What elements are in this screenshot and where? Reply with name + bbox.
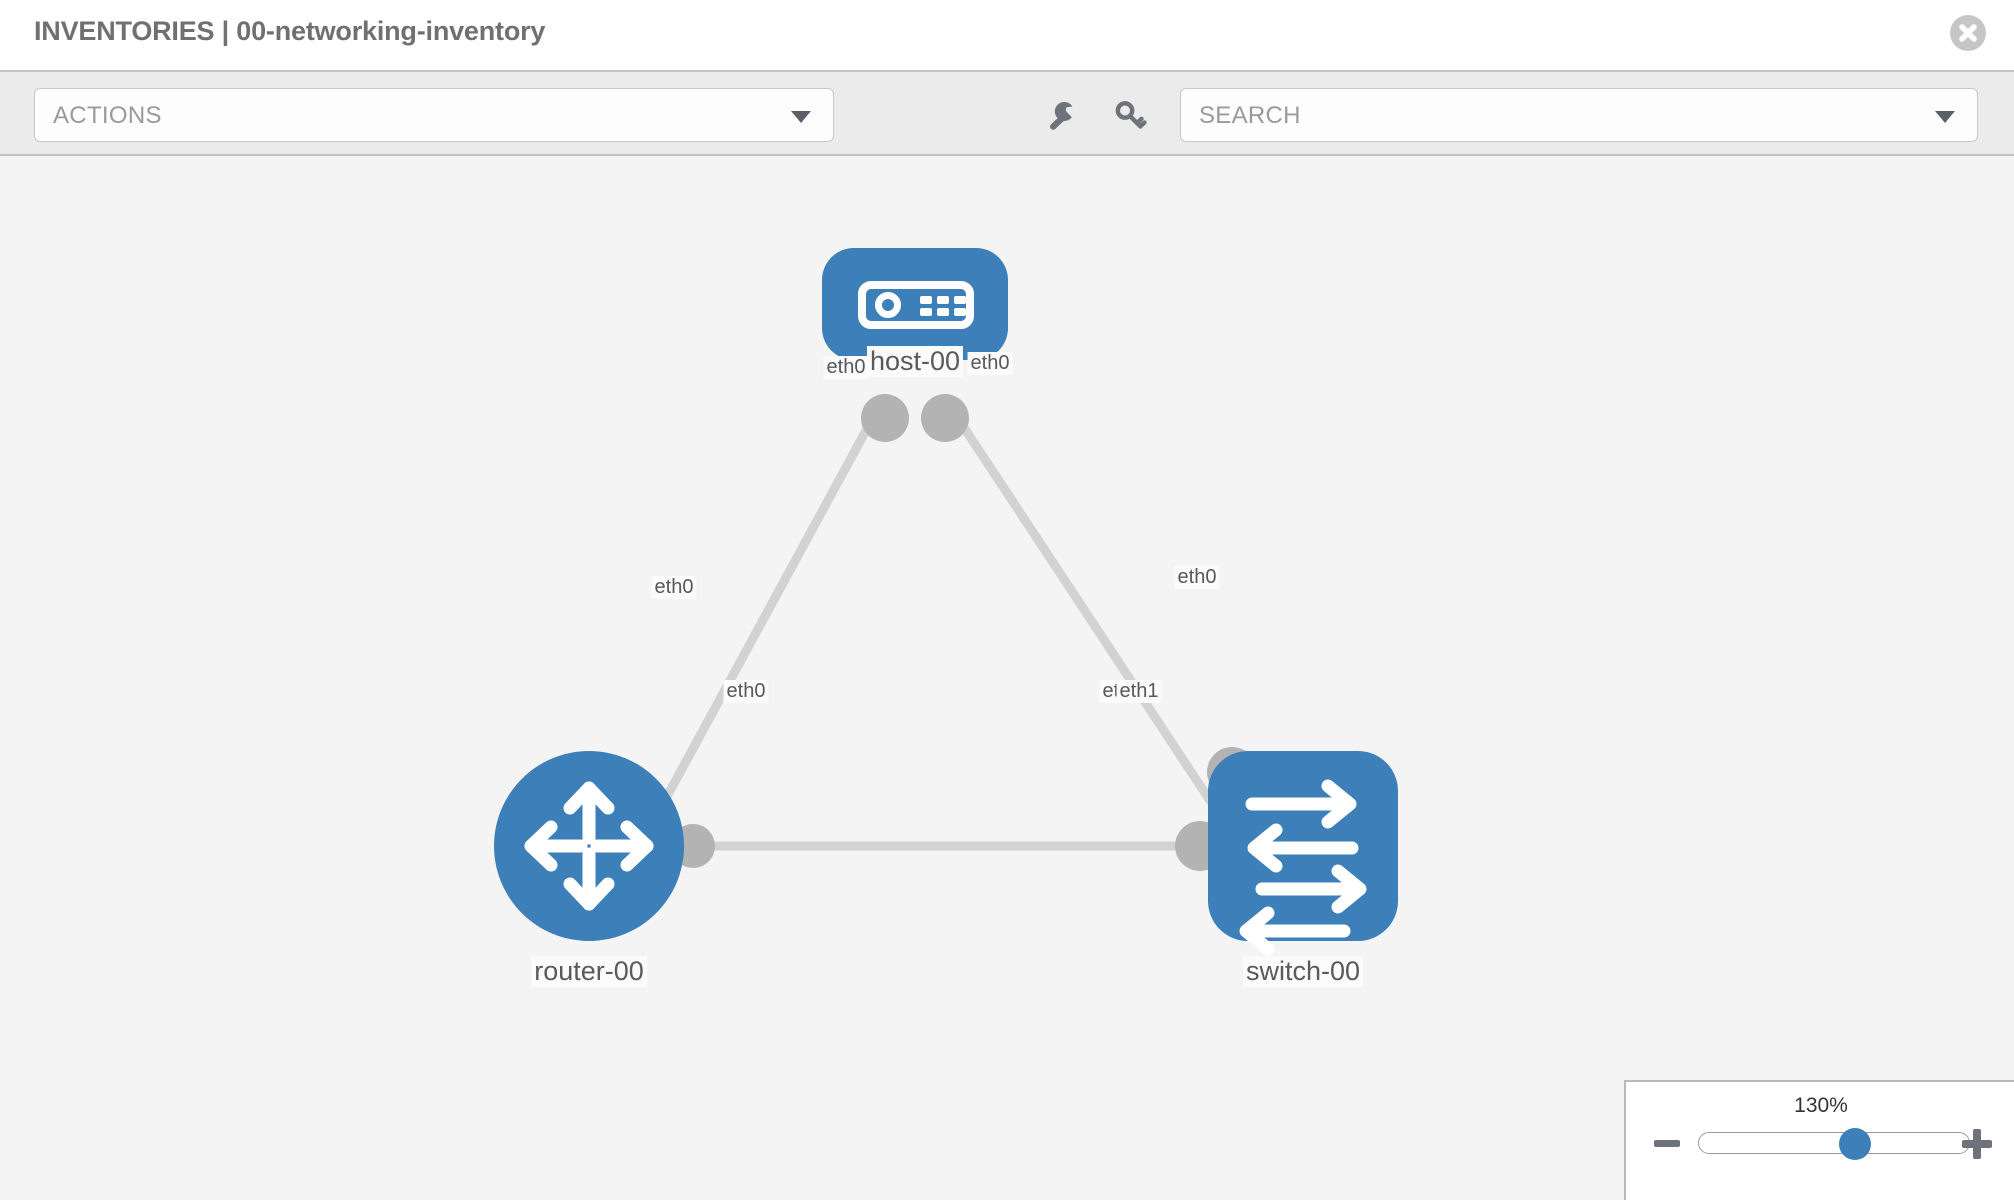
- link-host00-router00[interactable]: [636, 411, 879, 849]
- actions-dropdown-label: ACTIONS: [53, 102, 162, 129]
- interface-label: eth0: [723, 680, 769, 703]
- link-host00-switch00[interactable]: [951, 411, 1244, 849]
- zoom-level-value: 130%: [1794, 1094, 1848, 1117]
- chevron-down-icon: [1935, 111, 1955, 123]
- interface-label: eth0: [651, 576, 697, 599]
- close-button[interactable]: [1950, 15, 1986, 51]
- node-router-00[interactable]: [494, 751, 684, 941]
- search-input[interactable]: SEARCH: [1180, 88, 1978, 142]
- interface-label: eth0: [967, 352, 1013, 375]
- router-arrows-icon: [524, 781, 654, 911]
- toolbar: ACTIONS SEARCH: [0, 70, 2014, 156]
- actions-dropdown[interactable]: ACTIONS: [34, 88, 834, 142]
- page-title: INVENTORIES | 00-networking-inventory: [34, 16, 546, 46]
- node-host-00[interactable]: [822, 248, 1008, 360]
- wrench-icon: [1050, 101, 1073, 130]
- connector-stub: [861, 394, 909, 442]
- key-icon: [1115, 101, 1147, 129]
- close-icon: [1959, 24, 1977, 42]
- topology-links: [636, 411, 1244, 851]
- interface-label: eth1: [1116, 680, 1162, 703]
- topology-canvas[interactable]: host-00 router-00 switch-00 eth0 eth0 et…: [0, 156, 2014, 1200]
- interface-label: eth0: [1174, 566, 1220, 589]
- node-label-switch-00: switch-00: [1242, 956, 1364, 987]
- wrench-button[interactable]: [1040, 94, 1084, 138]
- zoom-slider[interactable]: [1698, 1128, 1970, 1160]
- zoom-slider-thumb[interactable]: [1839, 1128, 1871, 1160]
- connector-stub: [921, 394, 969, 442]
- chevron-down-icon: [791, 111, 811, 123]
- interface-label: eth0: [823, 356, 869, 379]
- zoom-control-panel: 130%: [1624, 1080, 2014, 1200]
- zoom-in-button[interactable]: [1962, 1129, 1992, 1159]
- search-placeholder-label: SEARCH: [1199, 102, 1301, 129]
- zoom-out-button[interactable]: [1654, 1140, 1680, 1147]
- page-header: INVENTORIES | 00-networking-inventory: [0, 0, 2014, 70]
- server-icon: [858, 281, 974, 329]
- key-button[interactable]: [1108, 94, 1152, 138]
- topology-graph: [494, 248, 1398, 956]
- node-switch-00[interactable]: [1208, 751, 1398, 956]
- node-label-host-00: host-00: [866, 346, 964, 377]
- node-label-router-00: router-00: [531, 956, 647, 987]
- switch-arrows-icon: [1239, 779, 1367, 956]
